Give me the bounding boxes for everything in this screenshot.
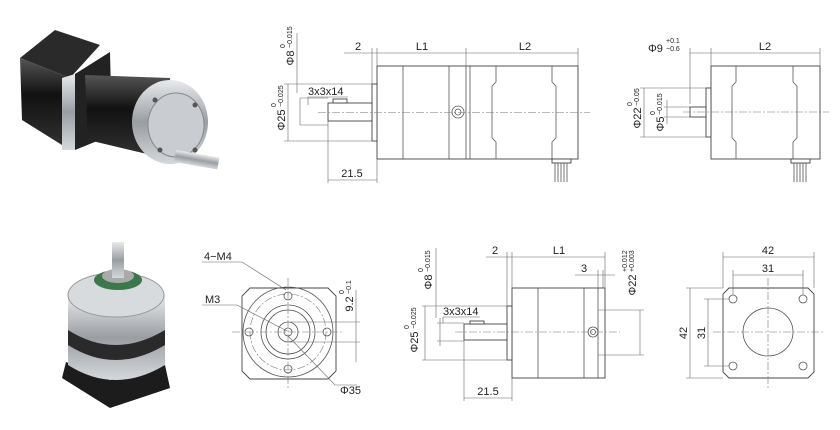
svg-text:0: 0 (280, 44, 287, 48)
pilot-diameter-tolerance: Φ25 0 −0.025 (271, 85, 288, 130)
motor-l2-label: L2 (759, 41, 771, 53)
gearbox-shaft-tolerance: Φ8 0 −0.015 (418, 250, 435, 289)
dim-l2-label: L2 (519, 41, 531, 53)
gearbox-shaft-length-label: 21.5 (477, 386, 498, 398)
svg-text:Φ22: Φ22 (627, 274, 639, 295)
svg-text:−0.015: −0.015 (287, 26, 294, 48)
shaft-length-label: 21.5 (341, 168, 362, 180)
gearbox-photo (62, 242, 170, 408)
svg-text:+0.012: +0.012 (622, 250, 629, 272)
svg-text:Φ5: Φ5 (655, 117, 667, 132)
svg-text:0: 0 (404, 325, 411, 329)
mounting-holes-label: 4−M4 (204, 251, 232, 263)
svg-text:−0.015: −0.015 (657, 93, 664, 115)
gearbox-l1-label: L1 (553, 245, 565, 257)
svg-text:0: 0 (627, 102, 634, 106)
key-size-label: 3x3x14 (308, 86, 343, 98)
svg-text:Φ8: Φ8 (285, 51, 297, 66)
gearbox-pilot-tolerance: Φ25 0 −0.025 (404, 307, 421, 352)
bolt-circle-label: Φ35 (340, 385, 361, 397)
svg-text:Φ9: Φ9 (648, 43, 663, 55)
svg-text:−0.05: −0.05 (634, 88, 641, 106)
gearbox-rear-tolerance: Φ22 +0.012 +0.003 (622, 250, 639, 295)
svg-text:+0.1: +0.1 (666, 38, 680, 45)
svg-text:−0.1: −0.1 (346, 280, 353, 294)
gearbox-rear-drawing (686, 252, 824, 388)
svg-text:−0.025: −0.025 (411, 307, 418, 329)
dim-l1-label: L1 (416, 41, 428, 53)
svg-text:Φ25: Φ25 (409, 331, 421, 352)
svg-text:Φ25: Φ25 (276, 109, 288, 130)
svg-text:0: 0 (418, 268, 425, 272)
center-offset-tolerance: 9.2 0 −0.1 (339, 280, 356, 312)
motor-pilot-tolerance: Φ22 0 −0.05 (627, 88, 644, 128)
svg-text:0: 0 (271, 103, 278, 107)
svg-text:0: 0 (339, 290, 346, 294)
gearmotor-side-drawing (284, 33, 590, 183)
rear-hole-spacing-y-label: 31 (696, 327, 708, 339)
motor-shaft-dia-tolerance: Φ5 0 −0.015 (650, 93, 667, 131)
center-thread-label: M3 (205, 294, 220, 306)
gearbox-side-drawing (422, 248, 644, 401)
svg-text:Φ22: Φ22 (632, 107, 644, 128)
svg-text:9.2: 9.2 (344, 296, 356, 311)
rear-height-label: 42 (678, 327, 690, 339)
gearmotor-photo (20, 30, 220, 170)
rear-hole-spacing-x-label: 31 (762, 263, 774, 275)
svg-text:0: 0 (650, 111, 657, 115)
svg-text:−0.6: −0.6 (666, 46, 680, 53)
gearbox-dim-3-label: 3 (581, 263, 587, 275)
gearbox-front-drawing (202, 261, 360, 388)
rear-width-label: 42 (762, 245, 774, 257)
svg-text:+0.003: +0.003 (629, 250, 636, 272)
dim-flange-label: 2 (355, 41, 361, 53)
shaft-diameter-tolerance: Φ8 0 −0.015 (280, 26, 297, 65)
svg-text:−0.015: −0.015 (425, 250, 432, 272)
gearbox-key-label: 3x3x14 (443, 306, 478, 318)
svg-text:−0.025: −0.025 (278, 85, 285, 107)
motor-side-drawing (640, 48, 829, 182)
svg-text:Φ8: Φ8 (423, 275, 435, 290)
gearbox-flange-label: 2 (492, 245, 498, 257)
motor-shaft-tolerance: Φ9 +0.1 −0.6 (648, 38, 680, 55)
